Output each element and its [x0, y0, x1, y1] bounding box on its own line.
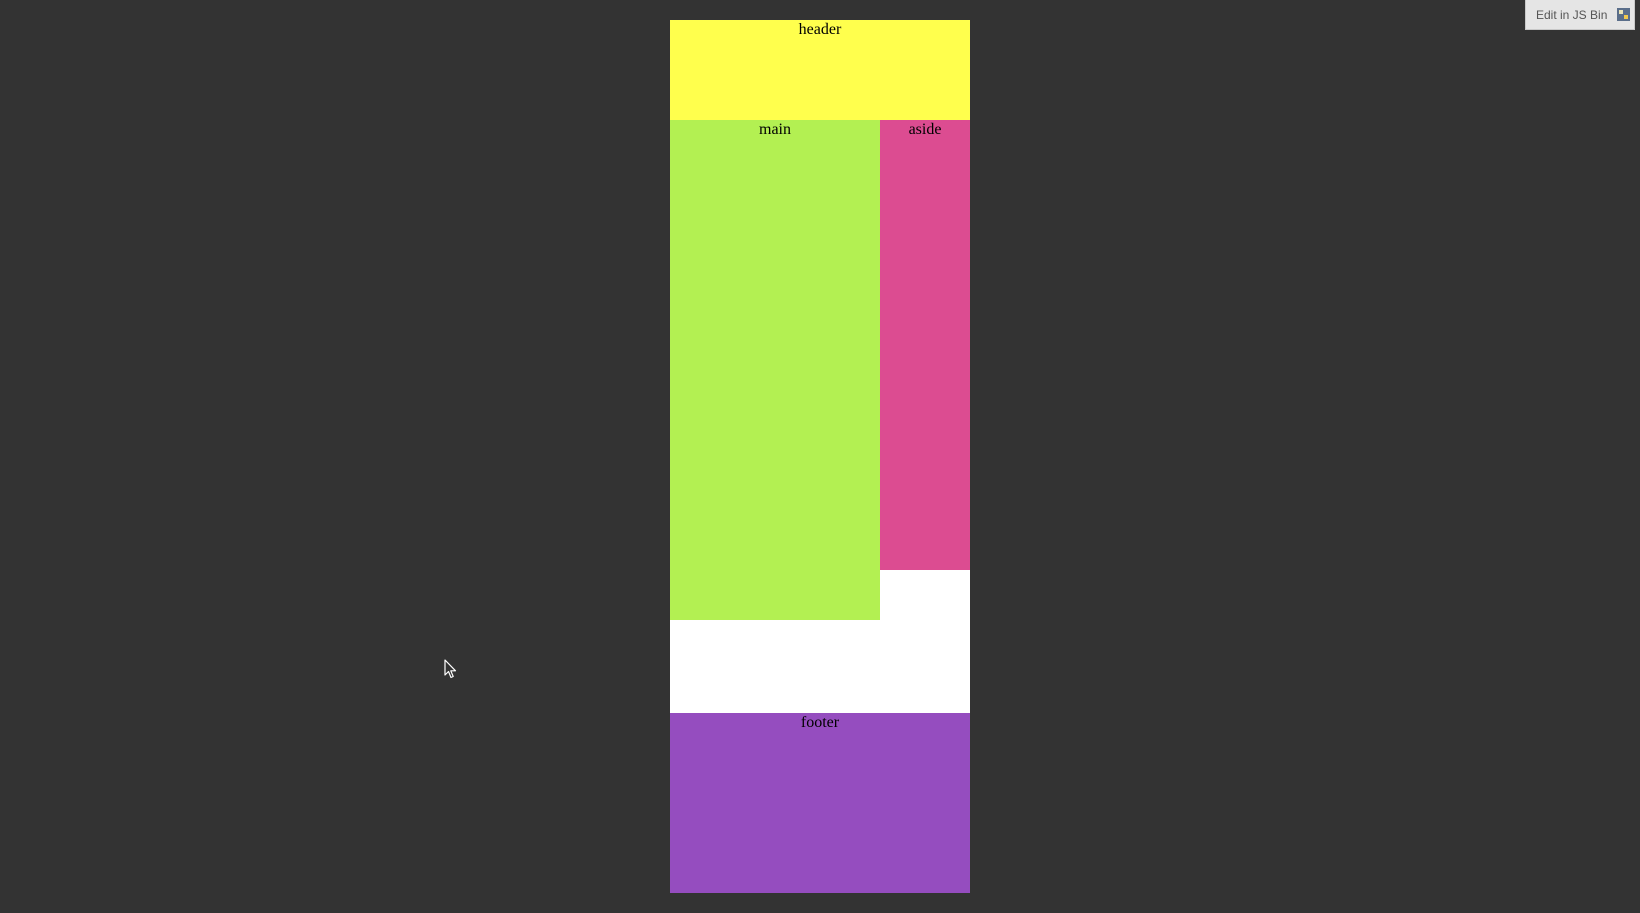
- header-region: header: [670, 20, 970, 120]
- jsbin-logo-icon: [1617, 8, 1631, 21]
- layout-container: header main aside footer: [670, 20, 970, 893]
- mouse-pointer-icon: [444, 659, 457, 679]
- main-label: main: [759, 121, 791, 138]
- edit-in-jsbin-button[interactable]: Edit in JS Bin: [1525, 0, 1635, 30]
- aside-label: aside: [908, 121, 942, 138]
- header-label: header: [798, 21, 842, 38]
- edit-in-jsbin-label: Edit in JS Bin: [1536, 7, 1608, 22]
- footer-region: footer: [670, 713, 970, 893]
- footer-label: footer: [800, 714, 840, 731]
- aside-region: aside: [880, 120, 970, 570]
- main-region: main: [670, 120, 880, 620]
